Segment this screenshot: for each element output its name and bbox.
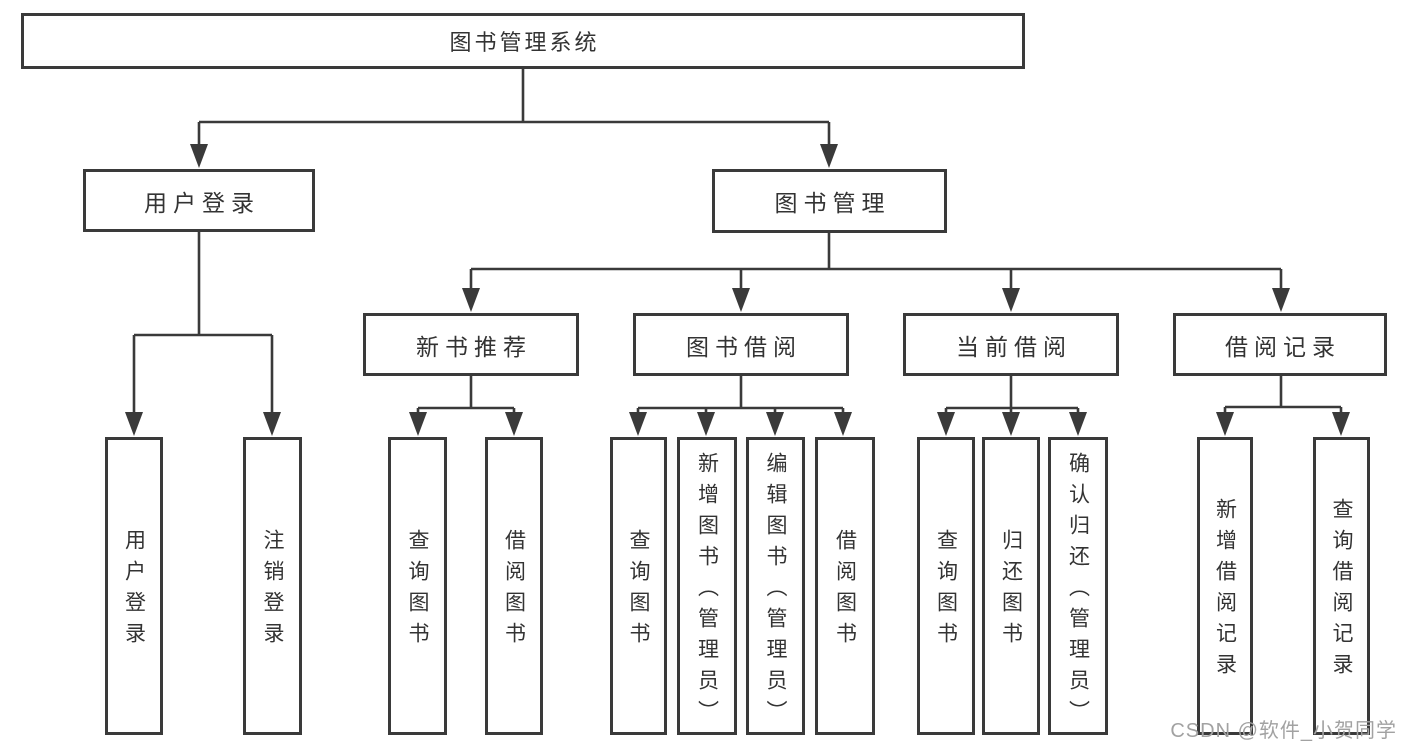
node-label: 注销登录: [261, 529, 284, 653]
node-label: 新增图书（管理员）: [695, 451, 719, 731]
node-label: 用户登录: [144, 189, 260, 216]
leaf-confirm-return-admin: 确认归还（管理员）: [1048, 437, 1108, 735]
node-label: 新书推荐: [416, 333, 532, 360]
leaf-query-books-current: 查询图书: [917, 437, 975, 735]
node-label: 借阅图书: [833, 529, 857, 653]
node-label: 查询图书: [627, 529, 650, 653]
leaf-query-books-recommendation: 查询图书: [388, 437, 447, 735]
node-library-management-system: 图书管理系统: [21, 13, 1025, 69]
node-label: 归还图书: [999, 529, 1023, 653]
node-borrowing-records: 借阅记录: [1173, 313, 1387, 376]
node-new-book-recommendation: 新书推荐: [363, 313, 579, 376]
node-label: 用户登录: [122, 529, 146, 653]
node-label: 图书借阅: [686, 333, 802, 360]
node-label: 确认归还（管理员）: [1066, 451, 1090, 731]
leaf-query-books-borrowing: 查询图书: [610, 437, 667, 735]
node-label: 新增借阅记录: [1213, 498, 1237, 684]
node-label: 借阅记录: [1225, 333, 1341, 360]
node-label: 当前借阅: [956, 333, 1072, 360]
leaf-logout: 注销登录: [243, 437, 302, 735]
leaf-return-book: 归还图书: [982, 437, 1040, 735]
node-user-login: 用户登录: [83, 169, 315, 232]
leaf-add-book-admin: 新增图书（管理员）: [677, 437, 737, 735]
leaf-borrow-books-recommendation: 借阅图书: [485, 437, 543, 735]
node-label: 图书管理: [774, 190, 891, 216]
node-book-management: 图书管理: [712, 169, 947, 233]
node-book-borrowing: 图书借阅: [633, 313, 849, 376]
node-label: 查询图书: [406, 529, 429, 653]
node-label: 查询图书: [934, 529, 958, 653]
leaf-query-borrow-record: 查询借阅记录: [1313, 437, 1370, 735]
node-label: 查询借阅记录: [1330, 498, 1353, 684]
node-label: 借阅图书: [502, 529, 526, 653]
node-label: 图书管理系统: [449, 30, 600, 55]
leaf-user-login: 用户登录: [105, 437, 163, 735]
leaf-add-borrow-record: 新增借阅记录: [1197, 437, 1253, 735]
node-current-borrowing: 当前借阅: [903, 313, 1119, 376]
node-label: 编辑图书（管理员）: [764, 451, 787, 731]
leaf-borrow-books: 借阅图书: [815, 437, 875, 735]
leaf-edit-book-admin: 编辑图书（管理员）: [746, 437, 805, 735]
watermark: CSDN @软件_小贺同学: [1170, 720, 1397, 742]
